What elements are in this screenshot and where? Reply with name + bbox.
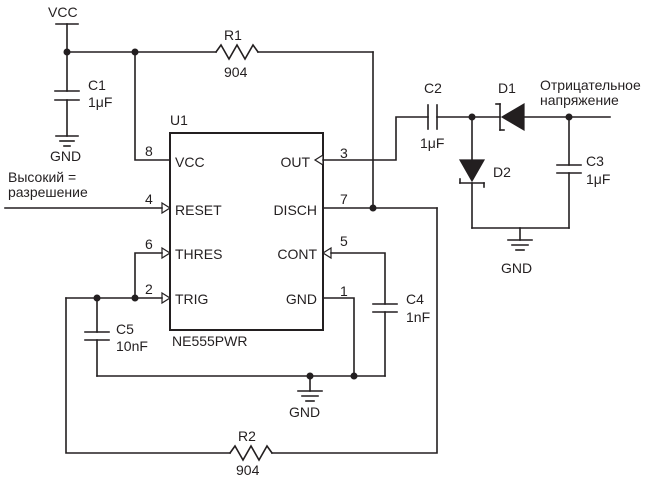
pin-out-number: 3 <box>340 145 348 161</box>
enable-label-line1: Высокий = <box>8 169 76 185</box>
resistor-r1: R1 904 <box>214 27 374 80</box>
wire-thres <box>134 252 163 299</box>
pin-disch-name: DISCH <box>273 202 317 218</box>
r1-value: 904 <box>224 64 248 80</box>
c2-ref: C2 <box>424 80 442 96</box>
wire-pin1-gnd <box>322 297 355 377</box>
pin-out-name: OUT <box>280 154 310 170</box>
pin-trig-arrow <box>161 291 172 305</box>
gnd-label-c1: GND <box>50 148 81 164</box>
resistor-r2: R2 904 <box>228 428 274 478</box>
r2-value: 904 <box>236 462 260 478</box>
junction-disch <box>369 204 377 212</box>
c5-value: 10nF <box>116 338 148 354</box>
pin-cont-number: 5 <box>340 233 348 249</box>
output-label-line1: Отрицательное <box>540 77 641 93</box>
capacitor-c5: C5 10nF <box>84 297 148 377</box>
gnd-label-output: GND <box>501 260 532 276</box>
c4-value: 1nF <box>406 309 430 325</box>
vcc-source: VCC <box>48 4 79 53</box>
c1-value: 1μF <box>88 94 112 110</box>
ground-symbol-output: GND <box>501 227 533 276</box>
wire-disch-r2 <box>271 207 438 454</box>
pin-reset-number: 4 <box>145 191 153 207</box>
ground-symbol-main: GND <box>289 375 323 420</box>
c3-ref: C3 <box>586 153 604 169</box>
pin-gnd-name: GND <box>286 291 317 307</box>
capacitor-c4: C4 1nF <box>372 291 430 377</box>
pin-cont-arrow <box>321 246 332 260</box>
wire-pin8 <box>134 51 171 161</box>
ic-u1: U1 NE555PWR VCC RESET THRES TRIG OUT DIS… <box>161 112 332 349</box>
capacitor-c1: C1 1μF <box>54 51 112 137</box>
c2-value: 1μF <box>420 135 444 151</box>
capacitor-c3: C3 1μF <box>556 116 610 229</box>
capacitor-c2: C2 1μF <box>420 80 501 151</box>
r2-ref: R2 <box>238 428 256 444</box>
pin-vcc-number: 8 <box>145 143 153 159</box>
enable-label-line2: разрешение <box>8 184 88 200</box>
output-label-line2: напряжение <box>540 92 619 108</box>
c5-ref: C5 <box>116 321 134 337</box>
vcc-label: VCC <box>48 4 78 20</box>
pin-cont-name: CONT <box>277 246 317 262</box>
c1-ref: C1 <box>88 77 106 93</box>
diode-d2: D2 <box>458 116 511 229</box>
pin-reset-name: RESET <box>175 202 222 218</box>
pin-thres-number: 6 <box>145 236 153 252</box>
ic-ref: U1 <box>170 112 188 128</box>
ground-symbol-c1: GND <box>50 135 81 164</box>
pin-thres-name: THRES <box>175 246 222 262</box>
d2-ref: D2 <box>493 164 511 180</box>
gnd-label-main: GND <box>289 404 320 420</box>
ic-part-number: NE555PWR <box>172 333 247 349</box>
wire-r2-trig <box>65 297 231 454</box>
pin-disch-number: 7 <box>340 191 348 207</box>
r1-ref: R1 <box>224 27 242 43</box>
d1-ref: D1 <box>498 80 516 96</box>
pin-gnd-number: 1 <box>340 283 348 299</box>
pin-vcc-name: VCC <box>175 154 205 170</box>
c3-value: 1μF <box>586 171 610 187</box>
pin-reset-arrow <box>161 201 172 215</box>
pin-thres-arrow <box>161 246 172 260</box>
wire-cont <box>330 252 386 305</box>
pin-trig-name: TRIG <box>175 291 208 307</box>
pin-trig-number: 2 <box>145 281 153 297</box>
c4-ref: C4 <box>406 291 424 307</box>
junction-thres-trig <box>131 294 139 302</box>
ic-body <box>169 132 324 331</box>
wire-out <box>322 116 429 161</box>
